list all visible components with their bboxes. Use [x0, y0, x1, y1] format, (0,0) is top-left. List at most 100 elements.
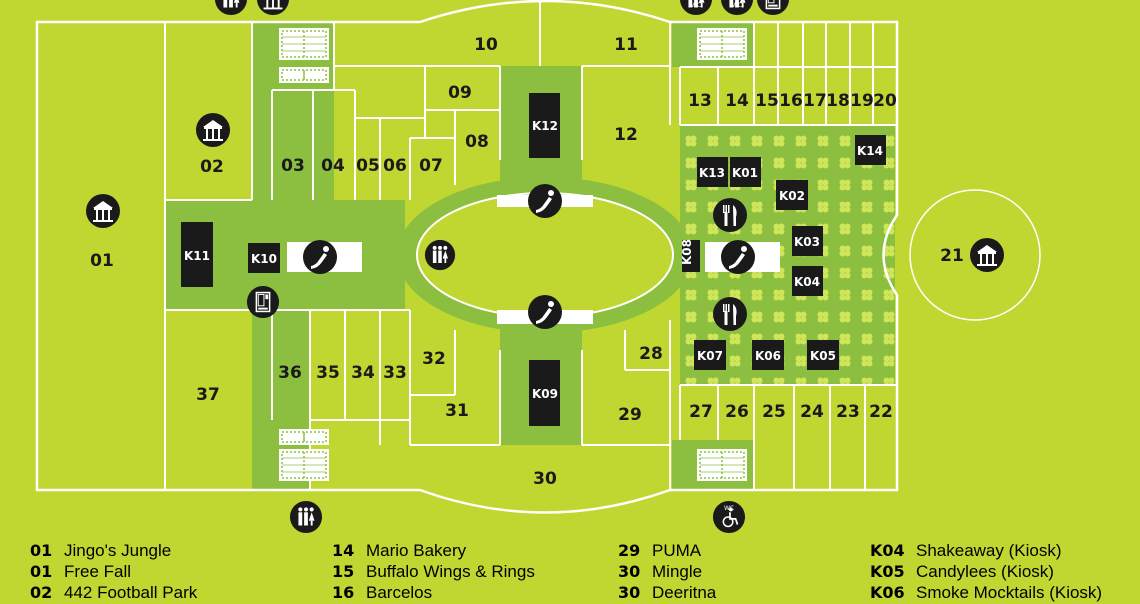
legend-name: Deeritna: [652, 583, 717, 602]
slide-icon[interactable]: [721, 240, 755, 274]
kiosk-k14[interactable]: K14: [855, 135, 886, 165]
store-16[interactable]: 16: [779, 91, 803, 111]
legend-code: 16: [332, 583, 355, 602]
slide-icon[interactable]: [528, 295, 562, 329]
store-17[interactable]: 17: [803, 91, 827, 111]
kiosk-k12[interactable]: K12: [529, 93, 560, 158]
carousel-icon[interactable]: [196, 113, 230, 147]
store-32[interactable]: 32: [422, 349, 446, 369]
legend-name: PUMA: [652, 541, 702, 560]
kiosk-k05[interactable]: K05: [807, 340, 839, 370]
legend-item[interactable]: 16 Barcelos: [332, 582, 602, 603]
store-23[interactable]: 23: [836, 402, 860, 422]
toilets-icon[interactable]: [424, 239, 456, 271]
svg-text:K05: K05: [810, 349, 836, 363]
carousel-icon[interactable]: [86, 194, 120, 228]
football-pitch-icon: [696, 27, 748, 61]
kiosk-k06[interactable]: K06: [752, 340, 784, 370]
legend-name: Barcelos: [366, 583, 433, 602]
store-10[interactable]: 10: [474, 35, 498, 55]
store-33[interactable]: 33: [383, 363, 407, 383]
store-07[interactable]: 07: [419, 156, 443, 176]
store-30[interactable]: 30: [533, 469, 557, 489]
store-04[interactable]: 04: [321, 156, 345, 176]
slide-icon[interactable]: [528, 184, 562, 218]
kiosk-k13[interactable]: K13: [697, 157, 728, 187]
store-27[interactable]: 27: [689, 402, 713, 422]
legend-code: 02: [30, 583, 53, 602]
slide-icon[interactable]: [303, 240, 337, 274]
wc-label: WC: [724, 505, 734, 512]
cutlery-icon[interactable]: [713, 297, 747, 331]
kiosk-k11[interactable]: K11: [181, 222, 213, 287]
vending-icon[interactable]: [756, 0, 790, 16]
store-20[interactable]: 20: [873, 91, 897, 111]
vending-icon[interactable]: [246, 285, 280, 319]
carousel-icon[interactable]: [970, 238, 1004, 272]
store-01[interactable]: 01: [90, 251, 114, 271]
wc-labels: WC WC WC: [691, 2, 742, 512]
football-pitch-icon: [696, 448, 748, 482]
store-boundaries: [164, 0, 897, 490]
store-29[interactable]: 29: [618, 405, 642, 425]
legend-code: K06: [870, 583, 905, 602]
store-05[interactable]: 05: [356, 156, 380, 176]
store-03[interactable]: 03: [281, 156, 305, 176]
kiosk-k04[interactable]: K04: [792, 266, 823, 296]
kiosk-k03[interactable]: K03: [792, 226, 823, 256]
carousel-icon[interactable]: [256, 0, 290, 16]
cutlery-icon[interactable]: [713, 198, 747, 232]
store-11[interactable]: 11: [614, 35, 638, 55]
store-31[interactable]: 31: [445, 401, 469, 421]
store-08[interactable]: 08: [465, 132, 489, 152]
store-36[interactable]: 36: [278, 363, 302, 383]
kiosk-k08[interactable]: K08: [680, 239, 700, 272]
kiosk-k02[interactable]: K02: [776, 180, 808, 210]
legend-name: Mario Bakery: [366, 541, 467, 560]
store-18[interactable]: 18: [826, 91, 850, 111]
store-22[interactable]: 22: [869, 402, 893, 422]
store-24[interactable]: 24: [800, 402, 824, 422]
store-37[interactable]: 37: [196, 385, 220, 405]
kiosks: K01 K02 K03 K04 K05 K06 K07 K08 K09 K10 …: [181, 93, 886, 426]
store-26[interactable]: 26: [725, 402, 749, 422]
svg-text:K13: K13: [699, 166, 725, 180]
kiosk-k09[interactable]: K09: [529, 360, 560, 426]
football-pitch-icon: [278, 428, 330, 446]
svg-text:K08: K08: [680, 239, 694, 265]
store-34[interactable]: 34: [351, 363, 375, 383]
store-02[interactable]: 02: [200, 157, 224, 177]
store-35[interactable]: 35: [316, 363, 340, 383]
store-28[interactable]: 28: [639, 344, 663, 364]
store-15[interactable]: 15: [755, 91, 779, 111]
kiosk-k07[interactable]: K07: [694, 340, 726, 370]
store-06[interactable]: 06: [383, 156, 407, 176]
store-numbers: 01 02 03 04 05 06 07 08 09 10 11 12 13 1…: [90, 35, 964, 489]
store-21[interactable]: 21: [940, 246, 964, 266]
store-12[interactable]: 12: [614, 125, 638, 145]
store-25[interactable]: 25: [762, 402, 786, 422]
kiosk-k10[interactable]: K10: [248, 243, 280, 273]
store-19[interactable]: 19: [850, 91, 874, 111]
football-pitch-icon: [278, 27, 330, 61]
svg-text:K09: K09: [532, 387, 558, 401]
toilets-icon[interactable]: [289, 500, 323, 534]
toilets-icon[interactable]: [214, 0, 248, 16]
store-14[interactable]: 14: [725, 91, 749, 111]
kiosk-k01[interactable]: K01: [730, 157, 761, 187]
store-13[interactable]: 13: [688, 91, 712, 111]
store-09[interactable]: 09: [448, 83, 472, 103]
